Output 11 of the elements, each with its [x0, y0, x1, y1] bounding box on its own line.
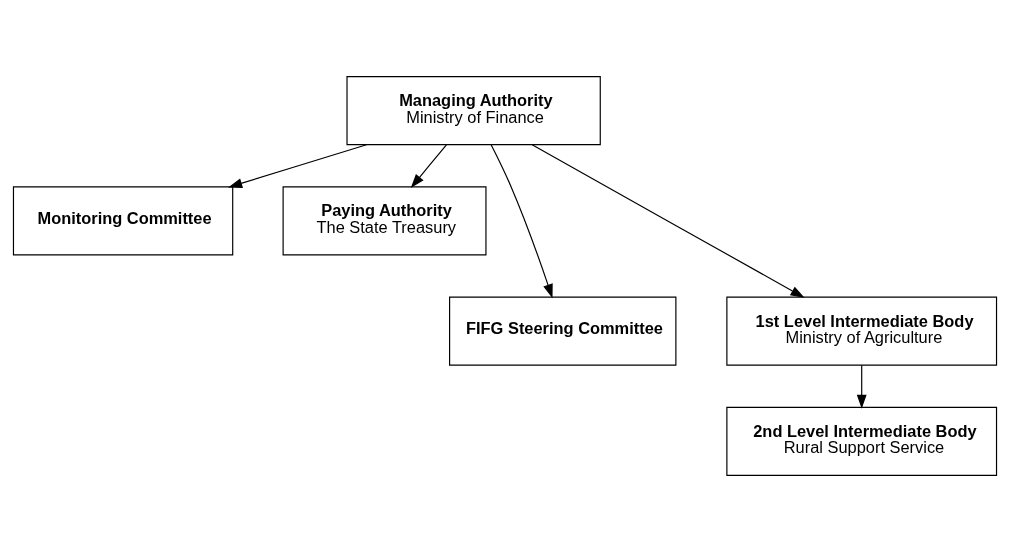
arrow — [531, 144, 805, 298]
arrow — [490, 144, 553, 299]
node-box: 2nd Level Intermediate Body Rural Support Service — [726, 406, 998, 476]
arrow — [856, 364, 867, 409]
node-box: FIFG Steering Committee — [449, 296, 677, 366]
node-box: Paying Authority The State Treasury — [282, 186, 487, 256]
node-box: Monitoring Committee — [12, 186, 234, 256]
arrow — [228, 144, 368, 188]
arrow — [410, 144, 447, 188]
node-box: Managing Authority Ministry of Finance — [346, 76, 601, 146]
node-box: 1st Level Intermediate Body Ministry of Agriculture — [726, 296, 998, 366]
